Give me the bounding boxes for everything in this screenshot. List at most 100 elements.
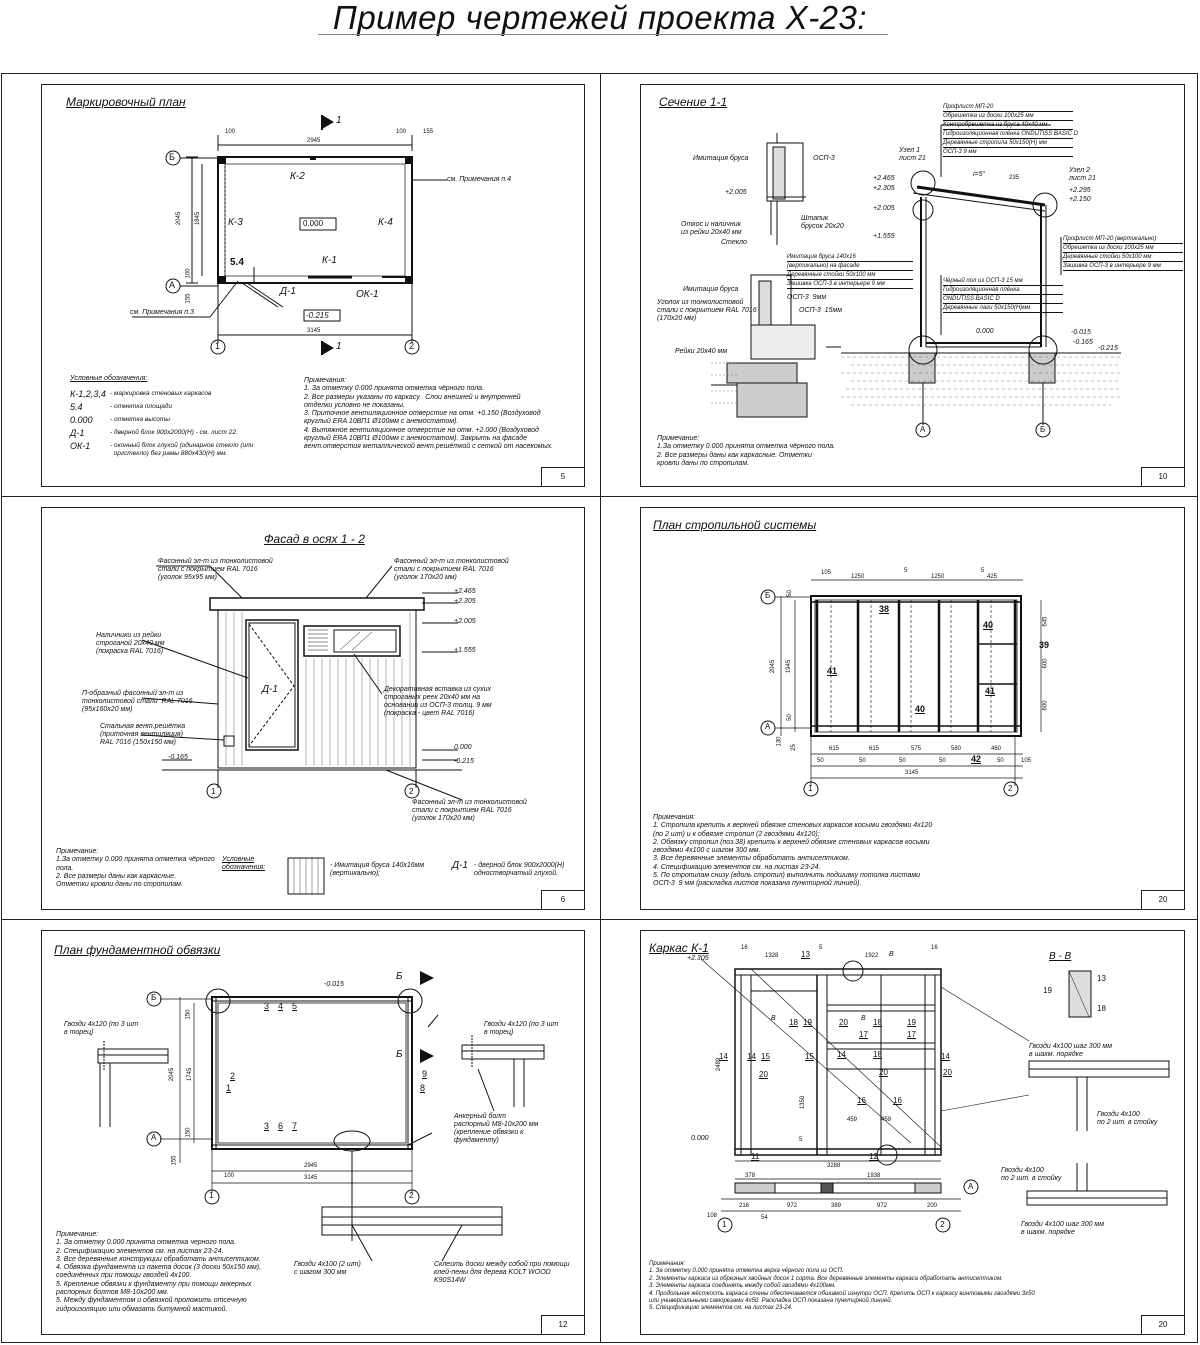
annotation: Наличники из рейки строганой 20х40 мм (п… bbox=[96, 632, 165, 655]
axis-label: 1 bbox=[808, 784, 813, 793]
layer-label: Профлист МП-20 bbox=[943, 103, 1073, 112]
annotation: Гвозди 4х120 (по 3 шт в торец) bbox=[64, 1021, 139, 1036]
sheet-title: Каркас К-1 bbox=[649, 941, 709, 955]
dim-label: 2045 bbox=[169, 1067, 176, 1082]
level-mark: 0.000 bbox=[976, 328, 994, 335]
note-line: 1. За отметку 0.000 принята отметка чёрн… bbox=[304, 385, 485, 393]
facade-drawing bbox=[141, 565, 463, 895]
position-mark: 15 bbox=[805, 1052, 814, 1061]
axis-label: Б bbox=[1040, 425, 1046, 434]
axis-label: 2 bbox=[409, 1191, 414, 1200]
annotation: Имитация бруса bbox=[683, 286, 739, 293]
level-mark: +2.305 bbox=[687, 955, 709, 962]
layer-label: Профлист МП-20 (вертикально) bbox=[1063, 235, 1183, 244]
position-mark: 7 bbox=[292, 1121, 298, 1131]
annotation: Имитация бруса bbox=[693, 155, 749, 162]
legend-symbol: ОК-1 bbox=[70, 441, 91, 451]
note-line: 1.За отметку 0.000 принята отметка чёрно… bbox=[56, 856, 215, 864]
note-line: 1. За отметку 0.000 принята отметка верх… bbox=[649, 1268, 844, 1275]
layer-label: Зашивка ОСП-3 в интерьере 9 мм bbox=[1063, 262, 1183, 271]
dim-label: 459 bbox=[881, 1117, 892, 1123]
note-line: ОСП-3 9 мм (раскладка листов показана пу… bbox=[653, 880, 862, 888]
sheet-notes: Примечание:1.За отметку 0.000 принята от… bbox=[657, 435, 835, 468]
dim-label: 50 bbox=[786, 590, 793, 597]
dim-label: 100 bbox=[185, 268, 192, 279]
level-mark: +2.305 bbox=[873, 185, 895, 192]
position-mark: 14 bbox=[837, 1050, 846, 1059]
grid-divider-row2 bbox=[1, 919, 1198, 920]
sheet-notes: Примечание:1. За отметку 0.000 принята о… bbox=[56, 1231, 261, 1314]
level-mark: +1.555 bbox=[454, 647, 476, 654]
position-mark: 42 bbox=[971, 754, 982, 764]
note-line: 4. Вытяжное вентиляционное отверстие на … bbox=[304, 426, 539, 434]
note-line: Отметки кровли даны по стропилам. bbox=[56, 881, 183, 889]
axis-label: 2 bbox=[940, 1220, 945, 1229]
annotation: Фасонный эл-т из тонколистовой стали с п… bbox=[158, 558, 273, 581]
annotation: Фасонный эл-т из тонколистовой стали с п… bbox=[412, 799, 527, 822]
level-mark: +2.005 bbox=[454, 618, 476, 625]
note-line: распорных болтов М8-10х200 мм. bbox=[56, 1289, 169, 1297]
legend-text: - отметка высоты bbox=[110, 416, 171, 423]
note-line: (по 2 шт) и к обвязке стропил (2 гвоздям… bbox=[653, 830, 820, 838]
note-line: 2. Все размеры даны как каркасные. Отмет… bbox=[657, 451, 812, 459]
dim-label: 615 bbox=[869, 746, 880, 752]
axis-label: 2 bbox=[1008, 784, 1013, 793]
note-line: 3. Приточное вентиляционное отверстие на… bbox=[304, 410, 541, 418]
layer-label: Деревянные стойки 50х100 мм bbox=[1063, 253, 1183, 262]
level-mark: 0.000 bbox=[303, 219, 324, 228]
legend-title: Условные обозначения: bbox=[222, 856, 266, 871]
position-mark: 41 bbox=[827, 666, 838, 676]
position-mark: 3 bbox=[264, 1001, 270, 1011]
page-number: 12 bbox=[541, 1315, 584, 1334]
dim-label: 1945 bbox=[786, 659, 793, 674]
dim-label: 460 bbox=[991, 746, 1002, 752]
cut-mark: В bbox=[889, 951, 894, 958]
annotation: Склеить доски между собой при помощи кле… bbox=[434, 1261, 570, 1284]
dim-label: 50 bbox=[817, 758, 824, 764]
annotation: Рейки 20х40 мм bbox=[675, 348, 728, 355]
annotation: Гвозди 4х100 шаг 300 мм в шахм. порядке bbox=[1021, 1221, 1105, 1236]
axis-label: 1 bbox=[722, 1220, 727, 1229]
note-line: 5. Между фундаментом и обвязкой проложит… bbox=[56, 1297, 247, 1305]
dim-label: 155 bbox=[423, 129, 434, 135]
dim-label: 459 bbox=[847, 1117, 858, 1123]
annotation: Анкерный болт распорный М8-10х200 мм (кр… bbox=[454, 1113, 539, 1144]
position-mark: 12 bbox=[869, 1152, 878, 1161]
dim-label: 100 bbox=[224, 1173, 235, 1179]
position-mark: 19 bbox=[803, 1018, 812, 1027]
sheet-foundation-plan: План фундаментной обвязки Гвозди 4х120 (… bbox=[41, 930, 585, 1335]
foundation-plan-drawing bbox=[97, 971, 545, 1262]
note-line: 5. По стропилам снизу (вдоль стропил) вы… bbox=[653, 872, 921, 880]
position-mark: 14 bbox=[747, 1052, 756, 1061]
sheet-title: Сечение 1-1 bbox=[659, 95, 728, 109]
layer-label: ОСП-3 9 мм bbox=[943, 148, 1073, 157]
note-line: кровли даны по стропилам. bbox=[657, 459, 750, 467]
frame-k1-drawing bbox=[700, 958, 1170, 1233]
dim-label: 3288 bbox=[827, 1163, 841, 1169]
dim-label: 1250 bbox=[851, 574, 865, 580]
annotation: ОСП-3 bbox=[813, 155, 835, 162]
dim-label: 2489 bbox=[716, 1057, 723, 1072]
legend-text: - Имитация бруса 140х16мм (вертикально); bbox=[330, 862, 425, 877]
dim-label: 1350 bbox=[800, 1095, 807, 1110]
door-mark: Д-1 bbox=[280, 286, 296, 297]
level-mark: +2.005 bbox=[725, 189, 747, 196]
level-mark: -0.215 bbox=[1098, 345, 1118, 352]
level-mark: +1.555 bbox=[873, 233, 895, 240]
layer-label: Зашивка ОСП-3 в интерьере 9 мм bbox=[787, 280, 913, 289]
position-mark: 13 bbox=[801, 950, 810, 959]
dim-label: 2045 bbox=[176, 211, 183, 226]
layer-label: Деревянные лаги 50х150(Н)мм bbox=[943, 304, 1063, 313]
note-line: круглый ERA 10ВП1 Ø100мм с анемостатом). bbox=[304, 418, 459, 426]
sheet-notes: Примечания:1. За отметку 0.000 принята о… bbox=[649, 1261, 1035, 1313]
dim-label: 1328 bbox=[765, 953, 779, 959]
level-mark: +2.295 bbox=[1069, 187, 1091, 194]
position-mark: 17 bbox=[907, 1030, 916, 1039]
dim-label: 645 bbox=[1042, 616, 1049, 627]
page-number: 6 bbox=[541, 890, 584, 909]
sheet-notes: Примечания:1. За отметку 0.000 принята о… bbox=[304, 377, 553, 452]
note-line: 5. Спецификацию элементов см. на листах … bbox=[649, 1305, 793, 1312]
layer-label: Имитация бруса 140х16 bbox=[787, 253, 913, 262]
